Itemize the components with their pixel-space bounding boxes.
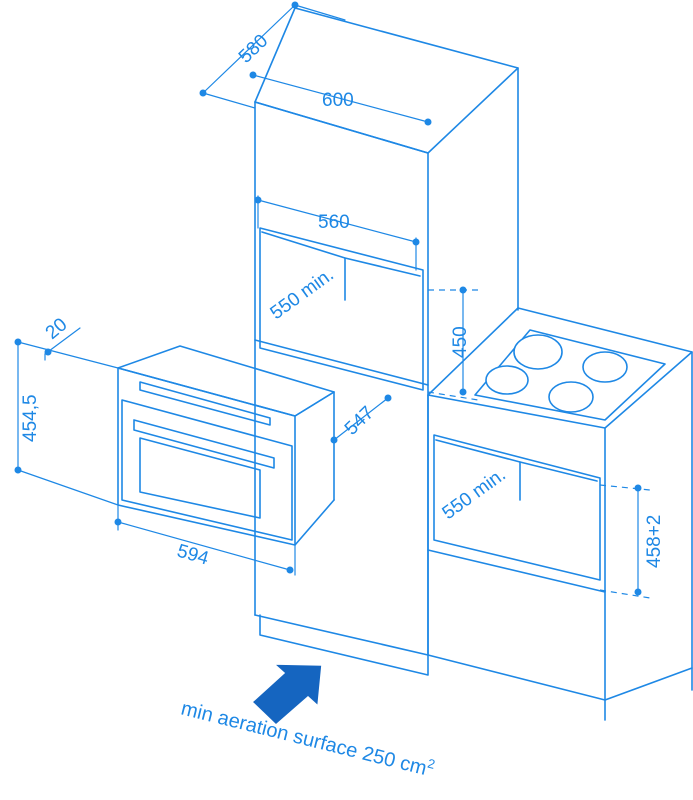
hob-cabinet <box>427 307 693 721</box>
label-550-lower: 550 min. <box>439 464 510 524</box>
label-454-5: 454,5 <box>20 394 41 442</box>
dim-594 <box>114 504 296 576</box>
dim-547 <box>330 394 392 444</box>
hob-burners <box>485 334 628 413</box>
label-560: 560 <box>318 212 350 233</box>
label-458-2: 458+2 <box>644 515 665 568</box>
dim-560 <box>254 195 420 271</box>
built-in-oven <box>117 345 335 546</box>
airflow-arrow-icon <box>250 663 323 727</box>
dim-600 <box>249 71 432 126</box>
label-600: 600 <box>322 90 354 111</box>
label-450: 450 <box>450 326 471 358</box>
burner-back-right <box>582 351 628 383</box>
upper-niche <box>254 227 429 391</box>
label-580: 580 <box>235 30 272 67</box>
label-550-upper: 550 min. <box>267 264 338 324</box>
lower-niche <box>427 434 606 593</box>
dim-450 <box>427 286 480 401</box>
dim-20-454 <box>14 327 119 506</box>
burner-front-left <box>485 365 529 395</box>
aeration-note-superscript: 2 <box>426 756 437 772</box>
dim-458 <box>599 484 651 599</box>
tall-cabinet <box>254 7 519 676</box>
burner-front-right <box>548 381 594 413</box>
aeration-note: min aeration surface 250 cm2 <box>179 695 437 782</box>
label-20: 20 <box>42 314 72 344</box>
label-547: 547 <box>341 402 378 439</box>
dim-580 <box>199 1 346 109</box>
burner-back-left <box>513 334 563 370</box>
label-594: 594 <box>175 541 212 570</box>
